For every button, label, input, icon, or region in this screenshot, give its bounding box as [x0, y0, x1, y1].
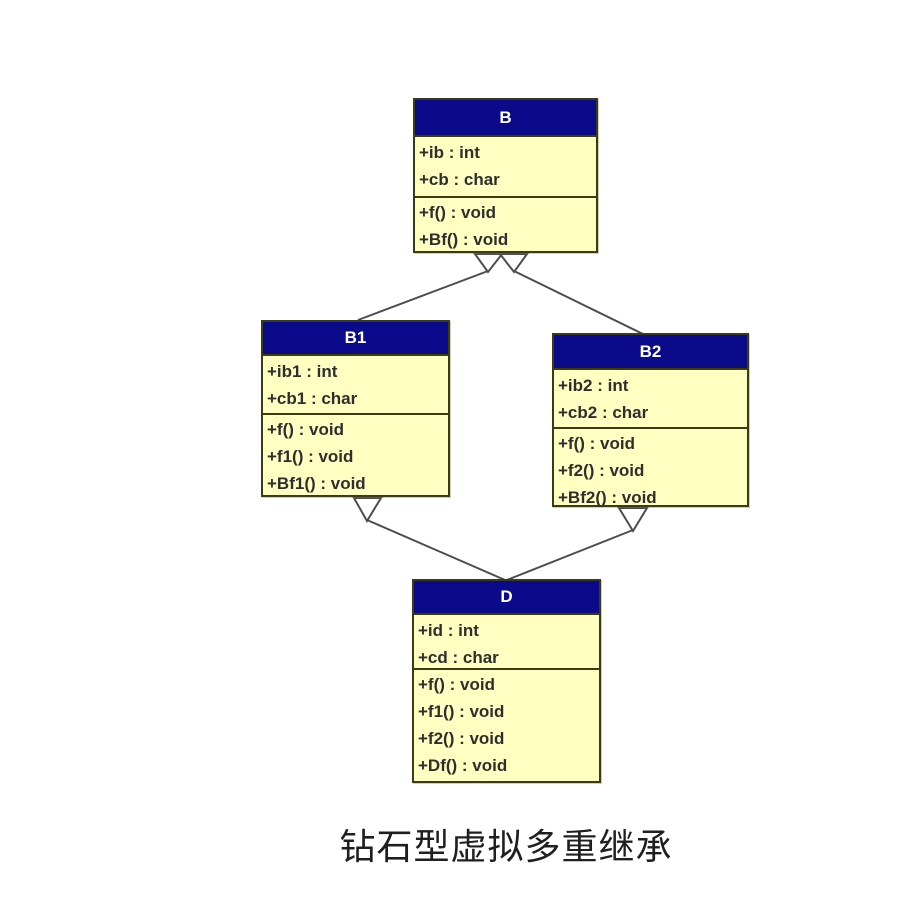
attributes-compartment-d: +id : int +cd : char — [414, 615, 599, 670]
generalization-arrowhead-b1-to-b — [473, 253, 505, 274]
class-box-b: B +ib : int +cb : char +f() : void +Bf()… — [413, 98, 598, 253]
method: +f() : void — [558, 434, 635, 453]
attribute: +ib : int — [419, 143, 480, 162]
method: +Df() : void — [418, 756, 508, 775]
diagram-caption: 钻石型虚拟多重继承 — [339, 827, 673, 868]
generalization-line-b2-to-b — [513, 270, 644, 335]
attribute: +cb2 : char — [558, 403, 649, 422]
attribute: +cb1 : char — [267, 389, 358, 408]
attribute: +cb : char — [419, 170, 500, 189]
method: +f() : void — [419, 203, 496, 222]
method: +f2() : void — [418, 729, 505, 748]
methods-compartment-b1: +f() : void +f1() : void +Bf1() : void — [263, 415, 448, 497]
method: +f1() : void — [418, 702, 505, 721]
attribute: +id : int — [418, 621, 479, 640]
generalization-arrowhead-d-to-b1 — [352, 497, 383, 523]
class-title-b2: B2 — [554, 335, 747, 370]
class-title-b: B — [415, 100, 596, 137]
generalization-arrowhead-d-to-b2 — [617, 507, 649, 533]
attribute: +ib2 : int — [558, 376, 629, 395]
attributes-compartment-b: +ib : int +cb : char — [415, 137, 596, 198]
attribute: +cd : char — [418, 648, 499, 667]
methods-compartment-b: +f() : void +Bf() : void — [415, 198, 596, 253]
method: +f1() : void — [267, 447, 354, 466]
class-box-d: D +id : int +cd : char +f() : void +f1()… — [412, 579, 601, 783]
class-title-d: D — [414, 581, 599, 615]
generalization-line-d-to-b1 — [366, 519, 506, 581]
class-title-b1: B1 — [263, 322, 448, 356]
methods-compartment-b2: +f() : void +f2() : void +Bf2() : void — [554, 429, 747, 511]
method: +f2() : void — [558, 461, 645, 480]
generalization-arrowhead-b2-to-b — [497, 253, 529, 274]
class-box-b2: B2 +ib2 : int +cb2 : char +f() : void +f… — [552, 333, 749, 507]
method: +Bf1() : void — [267, 474, 366, 493]
methods-compartment-d: +f() : void +f1() : void +f2() : void +D… — [414, 670, 599, 779]
generalization-line-d-to-b2 — [506, 529, 634, 581]
method: +f() : void — [267, 420, 344, 439]
method: +Bf() : void — [419, 230, 509, 249]
generalization-line-b1-to-b — [357, 270, 489, 321]
attributes-compartment-b1: +ib1 : int +cb1 : char — [263, 356, 448, 415]
method: +f() : void — [418, 675, 495, 694]
attribute: +ib1 : int — [267, 362, 338, 381]
class-box-b1: B1 +ib1 : int +cb1 : char +f() : void +f… — [261, 320, 450, 497]
attributes-compartment-b2: +ib2 : int +cb2 : char — [554, 370, 747, 429]
method: +Bf2() : void — [558, 488, 657, 507]
